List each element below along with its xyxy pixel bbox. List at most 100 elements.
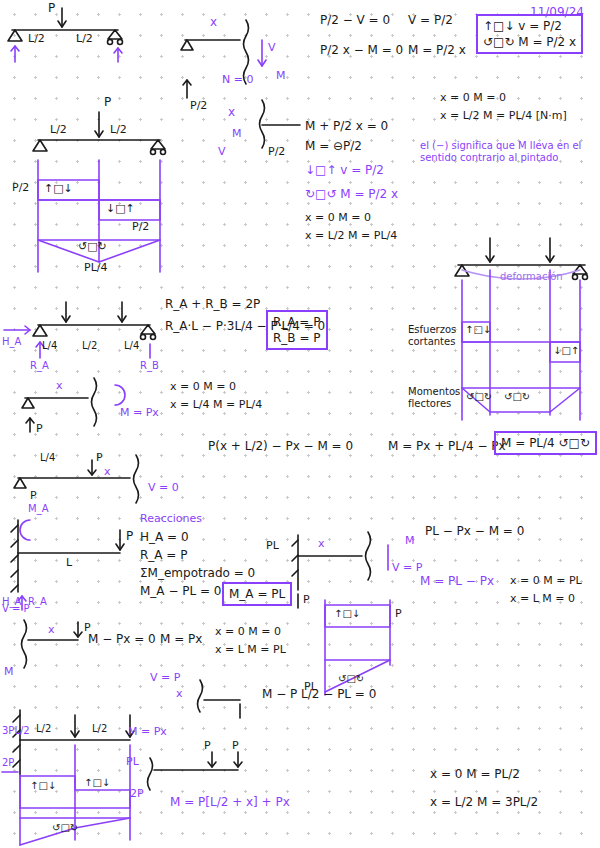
note-text: x = L/2 M = PL/4 bbox=[305, 230, 397, 243]
result-box: M = PL/4 ↺□↻ bbox=[494, 431, 597, 455]
note-text: H_A = 0 bbox=[140, 531, 189, 545]
note-text: P bbox=[204, 740, 211, 753]
note-text: R_B bbox=[140, 360, 159, 372]
note-text: x = L/2 M = PL/4 [N·m] bbox=[440, 110, 567, 123]
note-text: L/2 bbox=[76, 33, 93, 46]
note-text: P bbox=[30, 490, 37, 503]
note-text: V bbox=[218, 146, 226, 159]
note-text: N = 0 bbox=[222, 74, 253, 87]
note-text: 2P bbox=[2, 757, 14, 769]
result-box: M_A = PL bbox=[222, 582, 292, 606]
note-text: P/2 x − M = 0 bbox=[320, 44, 403, 58]
note-text: PL bbox=[266, 540, 279, 553]
result-text: ↺□↻ M = P/2 x bbox=[483, 34, 576, 50]
note-text: x bbox=[176, 688, 183, 701]
note-text: ↺□↻ bbox=[466, 391, 492, 403]
note-text: PL − Px − M = 0 bbox=[425, 525, 524, 539]
note-text: P bbox=[303, 594, 310, 607]
note-text: x = L/2 M = 3PL/2 bbox=[430, 796, 538, 810]
note-text: M bbox=[4, 666, 14, 679]
note-text: x = L M = 0 bbox=[510, 593, 575, 606]
note-text: M − Px = 0 bbox=[88, 633, 156, 647]
note-text: PL/4 bbox=[84, 262, 107, 275]
note-text: Reacciones bbox=[140, 513, 202, 526]
note-text: R_A bbox=[28, 596, 47, 608]
note-text: x = 0 M = 0 bbox=[215, 626, 281, 639]
note-text: M − P L/2 − PL = 0 bbox=[262, 688, 376, 702]
note-text: M = Px bbox=[160, 633, 202, 647]
result-box: ↑□↓ v = P/2↺□↻ M = P/2 x bbox=[476, 14, 583, 54]
note-text: ↺□↻ bbox=[78, 241, 107, 254]
note-text: x bbox=[104, 466, 111, 479]
note-text: x = 0 M = PL bbox=[510, 575, 582, 588]
note-text: V = P bbox=[392, 562, 422, 575]
result-text: R_B = P bbox=[273, 330, 321, 346]
note-text: L/4 bbox=[42, 340, 57, 352]
note-text: M = Px bbox=[120, 407, 159, 420]
note-text: P bbox=[96, 452, 103, 465]
note-text: P/2 bbox=[132, 221, 149, 234]
note-text: M = ⊖P/2 bbox=[305, 140, 362, 154]
note-text: deformación bbox=[500, 271, 563, 283]
note-text: ↑□↓ bbox=[44, 183, 73, 196]
note-text: ↺□↻ bbox=[338, 673, 364, 685]
note-text: P bbox=[232, 740, 239, 753]
note-text: H_A bbox=[2, 336, 21, 348]
note-text: PL bbox=[126, 756, 139, 769]
note-text: ↑□↓ bbox=[465, 324, 491, 336]
note-text: L/2 bbox=[50, 124, 67, 137]
note-text: M_A − PL = 0 bbox=[140, 585, 222, 599]
note-text: L/2 bbox=[110, 124, 127, 137]
note-text: V = 0 bbox=[148, 482, 179, 495]
note-text: M = Px bbox=[128, 726, 167, 739]
note-text: L/4 bbox=[40, 452, 55, 464]
note-text: x = L M = PL bbox=[215, 644, 286, 657]
note-text: ↺□↻ bbox=[504, 391, 530, 403]
note-text: ↑□↓ bbox=[334, 608, 360, 620]
note-text: P/2 bbox=[268, 146, 285, 159]
note-text: V = P bbox=[150, 672, 180, 685]
note-text: ↑□↓ bbox=[30, 780, 56, 792]
note-text: V = P/2 bbox=[408, 14, 453, 28]
note-text: x bbox=[228, 106, 235, 120]
note-text: M = P/2 x bbox=[408, 44, 466, 58]
note-text: M = P[L/2 + x] + Px bbox=[170, 796, 290, 810]
note-text: 11/09/24 bbox=[530, 6, 584, 20]
note-text: M bbox=[232, 128, 242, 141]
note-text: R_A + R_B = 2P bbox=[165, 298, 260, 312]
note-text: x = 0 M = 0 bbox=[440, 92, 506, 105]
note-text: 2P bbox=[130, 788, 144, 801]
note-text: M bbox=[405, 535, 415, 548]
note-text: P/2 − V = 0 bbox=[320, 14, 390, 28]
note-text: ΣM_empotrado = 0 bbox=[140, 567, 255, 581]
note-text: x bbox=[210, 16, 217, 30]
note-text: P bbox=[395, 608, 402, 621]
note-text: x bbox=[48, 624, 55, 637]
note-text: V bbox=[268, 42, 276, 55]
note-text: V = P bbox=[2, 603, 30, 615]
result-text: M_A = PL bbox=[229, 586, 285, 602]
note-text: L/4 bbox=[124, 340, 139, 352]
note-text: M bbox=[276, 70, 286, 83]
result-box: R_A = PR_B = P bbox=[266, 310, 328, 350]
note-text: P/2 bbox=[12, 182, 29, 195]
note-text: P(x + L/2) − Px − M = 0 bbox=[208, 440, 353, 454]
result-text: M = PL/4 ↺□↻ bbox=[501, 435, 590, 451]
note-text: M = PL − Px bbox=[420, 575, 494, 589]
note-text: ↻□↺ M = P/2 x bbox=[305, 188, 398, 202]
note-text: P/2 bbox=[190, 100, 207, 113]
note-text: x bbox=[318, 538, 325, 551]
note-text: el (−) significa que M lleva en el senti… bbox=[420, 140, 595, 163]
note-text: ↑□↓ bbox=[84, 777, 110, 789]
note-text: P bbox=[36, 423, 43, 436]
note-text: ↓□↑ bbox=[106, 203, 135, 216]
note-text: ↓□↑ v = P/2 bbox=[305, 164, 384, 178]
note-text: 3PL/2 bbox=[2, 725, 30, 737]
note-text: x = 0 M = 0 bbox=[170, 381, 236, 394]
note-text: L bbox=[66, 557, 72, 570]
note-text: x = 0 M = 0 bbox=[305, 212, 371, 225]
note-text: x bbox=[56, 380, 63, 393]
note-text: M + P/2 x = 0 bbox=[305, 120, 388, 134]
note-text: x = L/4 M = PL/4 bbox=[170, 399, 262, 412]
note-text: ↓□↑ bbox=[553, 345, 579, 357]
